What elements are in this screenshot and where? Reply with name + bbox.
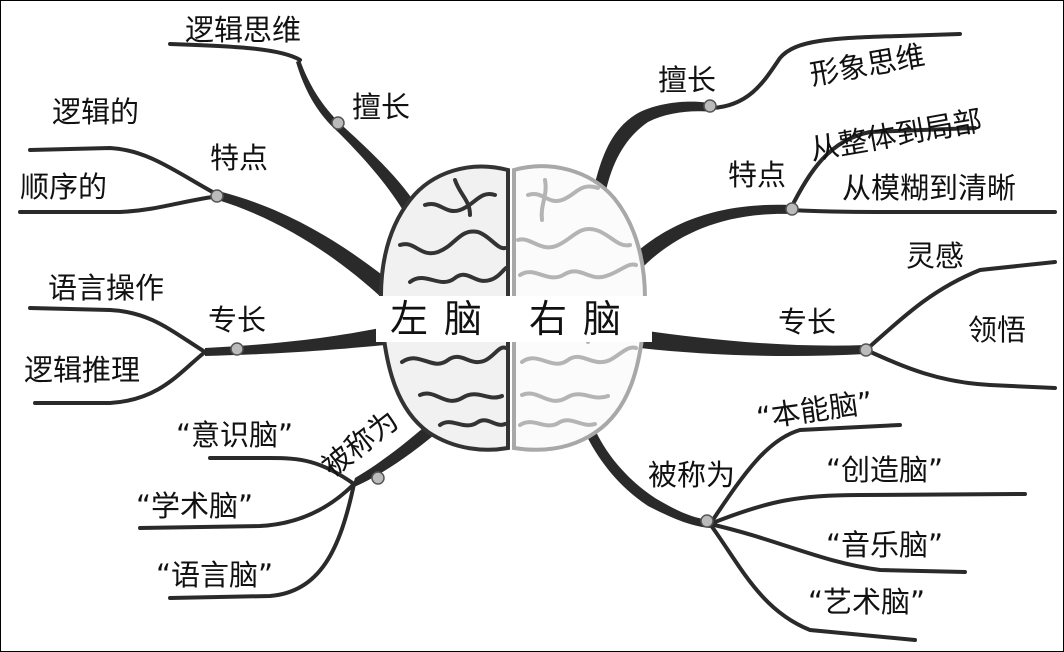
left-feature-label: 特点 (210, 141, 268, 175)
right-feature-item-1: 从整体到局部 (807, 103, 984, 167)
twig-left-called-2 (138, 482, 356, 530)
right-twigs (708, 32, 1057, 642)
left-labels: 左脑 擅长 逻辑思维 特点 逻辑的 顺序的 专长 语言操作 逻辑推理 被称为 “… (20, 13, 498, 592)
right-specialty-item-2: 领悟 (968, 313, 1026, 347)
right-specialty-label: 专长 (778, 305, 836, 339)
right-hemisphere-folds (516, 178, 638, 428)
twig-right-feature-1 (788, 126, 977, 212)
left-expertise-item: 逻辑思维 (185, 13, 301, 47)
brain (376, 164, 652, 452)
left-specialty-item-1: 语言操作 (48, 271, 164, 305)
node-left-feature (210, 189, 224, 203)
twig-right-called-3 (708, 522, 967, 574)
branch-right-specialty (640, 330, 866, 356)
twig-left-feature-2 (18, 194, 222, 214)
right-brain-title: 右脑 (529, 297, 637, 341)
brain-label-band (376, 296, 652, 342)
left-called-item-1: “意识脑” (176, 418, 293, 452)
right-expertise-item: 形象思维 (807, 38, 927, 92)
node-right-feature (785, 202, 799, 216)
right-called-label: 被称为 (648, 458, 735, 492)
branch-right-feature (626, 204, 790, 272)
twig-left-feature-1 (28, 145, 222, 198)
left-hemisphere-folds (393, 178, 508, 428)
right-called-item-4: “艺术脑” (808, 585, 925, 619)
left-specialty-label: 专长 (208, 303, 266, 337)
twig-left-specialty-1 (28, 306, 207, 354)
twig-right-specialty-1 (864, 260, 1057, 352)
left-called-label: 被称为 (315, 403, 405, 483)
node-right-called (700, 514, 714, 528)
twig-right-specialty-2 (864, 348, 1057, 390)
twig-right-expertise (710, 32, 962, 110)
left-called-item-3: “语言脑” (156, 558, 273, 592)
right-feature-item-2: 从模糊到清晰 (842, 171, 1016, 205)
twig-right-called-2 (708, 492, 1027, 526)
branch-left-expertise (296, 60, 422, 222)
left-brain-title: 左脑 (390, 297, 498, 341)
node-left-specialty (230, 342, 244, 356)
left-twigs (18, 42, 356, 600)
left-specialty-item-2: 逻辑推理 (24, 353, 140, 387)
left-branches (205, 60, 440, 488)
twig-right-called-4 (708, 522, 917, 642)
left-called-item-2: “学术脑” (136, 489, 253, 523)
twig-left-expertise (168, 42, 302, 62)
node-left-expertise (331, 116, 345, 130)
branch-right-expertise (592, 101, 712, 200)
twig-right-feature-2 (788, 208, 1057, 214)
right-specialty-item-1: 灵感 (906, 239, 964, 273)
twig-left-specialty-2 (33, 350, 207, 405)
branch-left-specialty (205, 327, 385, 356)
node-left-called (371, 471, 385, 485)
twig-left-called-3 (168, 482, 356, 600)
right-feature-label: 特点 (728, 158, 786, 192)
node-right-specialty (859, 343, 873, 357)
twig-left-called-1 (208, 456, 356, 486)
right-called-item-3: “音乐脑” (826, 528, 943, 562)
left-feature-item-2: 顺序的 (20, 170, 107, 204)
branch-nodes (210, 99, 873, 528)
right-labels: 右脑 擅长 形象思维 特点 从整体到局部 从模糊到清晰 专长 灵感 领悟 被称为… (529, 38, 1026, 619)
node-right-expertise (703, 99, 717, 113)
twig-right-called-1 (708, 423, 902, 526)
branch-left-called (352, 420, 440, 488)
right-expertise-label: 擅长 (658, 63, 716, 97)
left-expertise-label: 擅长 (352, 90, 410, 124)
branch-left-feature (218, 192, 395, 298)
left-feature-item-1: 逻辑的 (52, 95, 139, 129)
right-called-item-2: “创造脑” (826, 453, 943, 487)
